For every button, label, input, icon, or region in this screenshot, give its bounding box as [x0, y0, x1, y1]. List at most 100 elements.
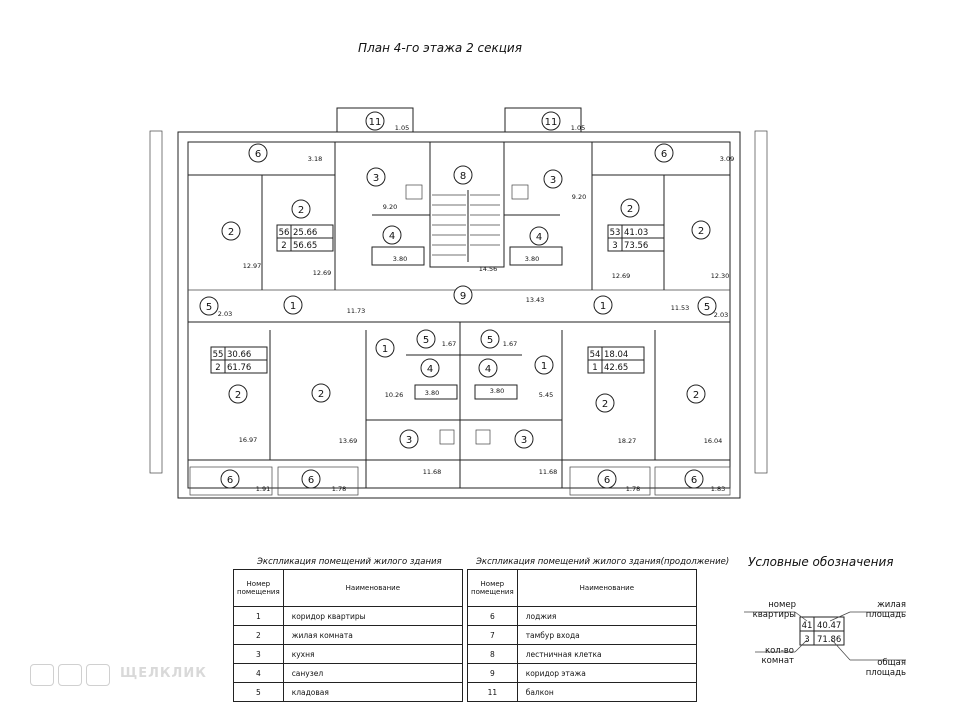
legend-total-label: общая площадь [865, 658, 906, 678]
room-marker: 2 [291, 199, 311, 219]
area-label: 9.20 [572, 193, 586, 201]
svg-text:6: 6 [661, 149, 667, 160]
room-marker: 6 [597, 469, 617, 489]
room-marker: 1 [593, 295, 613, 315]
svg-text:54: 54 [590, 350, 601, 360]
legend-rooms-label: кол-во комнат [761, 646, 794, 666]
area-label: 1.67 [442, 340, 456, 348]
room-marker: 2 [620, 198, 640, 218]
room-marker: 5 [697, 296, 717, 316]
apartment-badge: 54 1 18.04 42.65 [587, 346, 645, 374]
room-marker: 9 [453, 285, 473, 305]
area-label: 5.45 [539, 391, 553, 399]
explication-caption-left: Экспликация помещений жилого здания [257, 557, 442, 567]
svg-text:2: 2 [281, 241, 286, 251]
svg-text:6: 6 [308, 475, 314, 486]
area-label: 1.67 [503, 340, 517, 348]
watermark-text: ЩЕЛКЛИК [120, 666, 207, 681]
svg-text:5: 5 [423, 335, 429, 346]
svg-text:56: 56 [279, 228, 290, 238]
column-header: Номер помещения [467, 569, 518, 607]
svg-text:2: 2 [215, 363, 220, 373]
svg-text:11: 11 [369, 117, 382, 128]
area-label: 3.18 [308, 155, 322, 163]
area-label: 2.03 [218, 310, 232, 318]
svg-text:1: 1 [541, 361, 547, 372]
area-label: 2.03 [714, 311, 728, 319]
svg-text:3: 3 [406, 435, 412, 446]
room-marker: 5 [416, 329, 436, 349]
area-label: 14.56 [479, 265, 498, 273]
room-marker: 6 [220, 469, 240, 489]
svg-text:2: 2 [235, 390, 241, 401]
room-markers: 11 11 6 6 3 8 3 2 2 4 4 2 2 9 5 1 1 5 5 … [199, 111, 717, 489]
svg-text:5: 5 [704, 302, 710, 313]
svg-text:3: 3 [521, 435, 527, 446]
svg-text:2: 2 [693, 390, 699, 401]
area-label: 16.97 [239, 436, 258, 444]
area-label: 18.27 [618, 437, 637, 445]
area-label: 3.80 [393, 255, 407, 263]
area-label: 12.97 [243, 262, 262, 270]
svg-text:2: 2 [318, 389, 324, 400]
svg-text:5: 5 [487, 335, 493, 346]
plan-title: План 4-го этажа 2 секция [358, 41, 522, 55]
svg-text:6: 6 [604, 475, 610, 486]
svg-text:25.66: 25.66 [293, 228, 317, 238]
area-label: 11.68 [423, 468, 442, 476]
svg-text:4: 4 [485, 364, 491, 375]
area-label: 3.80 [490, 387, 504, 395]
area-labels: 1.05 1.05 3.18 3.09 9.20 9.20 3.80 3.80 … [218, 124, 734, 493]
room-marker: 2 [221, 221, 241, 241]
svg-text:41.03: 41.03 [624, 228, 648, 238]
house-icon [86, 664, 110, 686]
svg-text:42.65: 42.65 [604, 363, 628, 373]
svg-text:73.56: 73.56 [624, 241, 648, 251]
svg-text:2: 2 [602, 399, 608, 410]
area-label: 1.83 [711, 485, 725, 493]
apartment-badges: 56 2 25.66 56.65 53 3 41.03 73.56 55 2 3… [210, 224, 665, 374]
svg-text:3: 3 [373, 173, 379, 184]
house-icon [30, 664, 54, 686]
room-marker: 1 [375, 338, 395, 358]
svg-text:1: 1 [592, 363, 597, 373]
building-outline [149, 107, 768, 499]
svg-text:30.66: 30.66 [227, 350, 251, 360]
area-label: 12.69 [612, 272, 631, 280]
legend-living-label: жилая площадь [865, 600, 906, 620]
room-marker: 6 [684, 469, 704, 489]
svg-text:6: 6 [227, 475, 233, 486]
svg-text:5: 5 [206, 302, 212, 313]
room-marker: 2 [595, 393, 615, 413]
area-label: 12.69 [313, 269, 332, 277]
room-marker: 6 [654, 143, 674, 163]
svg-text:61.76: 61.76 [227, 363, 251, 373]
svg-text:1: 1 [600, 301, 606, 312]
room-marker: 4 [478, 358, 498, 378]
svg-text:2: 2 [298, 205, 304, 216]
room-marker: 2 [228, 384, 248, 404]
svg-text:71.86: 71.86 [817, 635, 841, 645]
legend-apt-number-label: номер квартиры [752, 600, 796, 620]
svg-text:3: 3 [550, 175, 556, 186]
room-marker: 3 [399, 429, 419, 449]
area-label: 3.80 [425, 389, 439, 397]
room-marker: 6 [301, 469, 321, 489]
area-label: 1.91 [256, 485, 270, 493]
room-marker: 5 [480, 329, 500, 349]
svg-text:8: 8 [460, 171, 466, 182]
room-marker: 2 [311, 383, 331, 403]
column-header: Наименование [282, 569, 464, 607]
house-icon [58, 664, 82, 686]
area-label: 11.53 [671, 304, 690, 312]
room-marker: 3 [543, 169, 563, 189]
room-marker: 6 [248, 143, 268, 163]
legend-graphic: 41 3 40.47 71.86 [744, 611, 906, 661]
